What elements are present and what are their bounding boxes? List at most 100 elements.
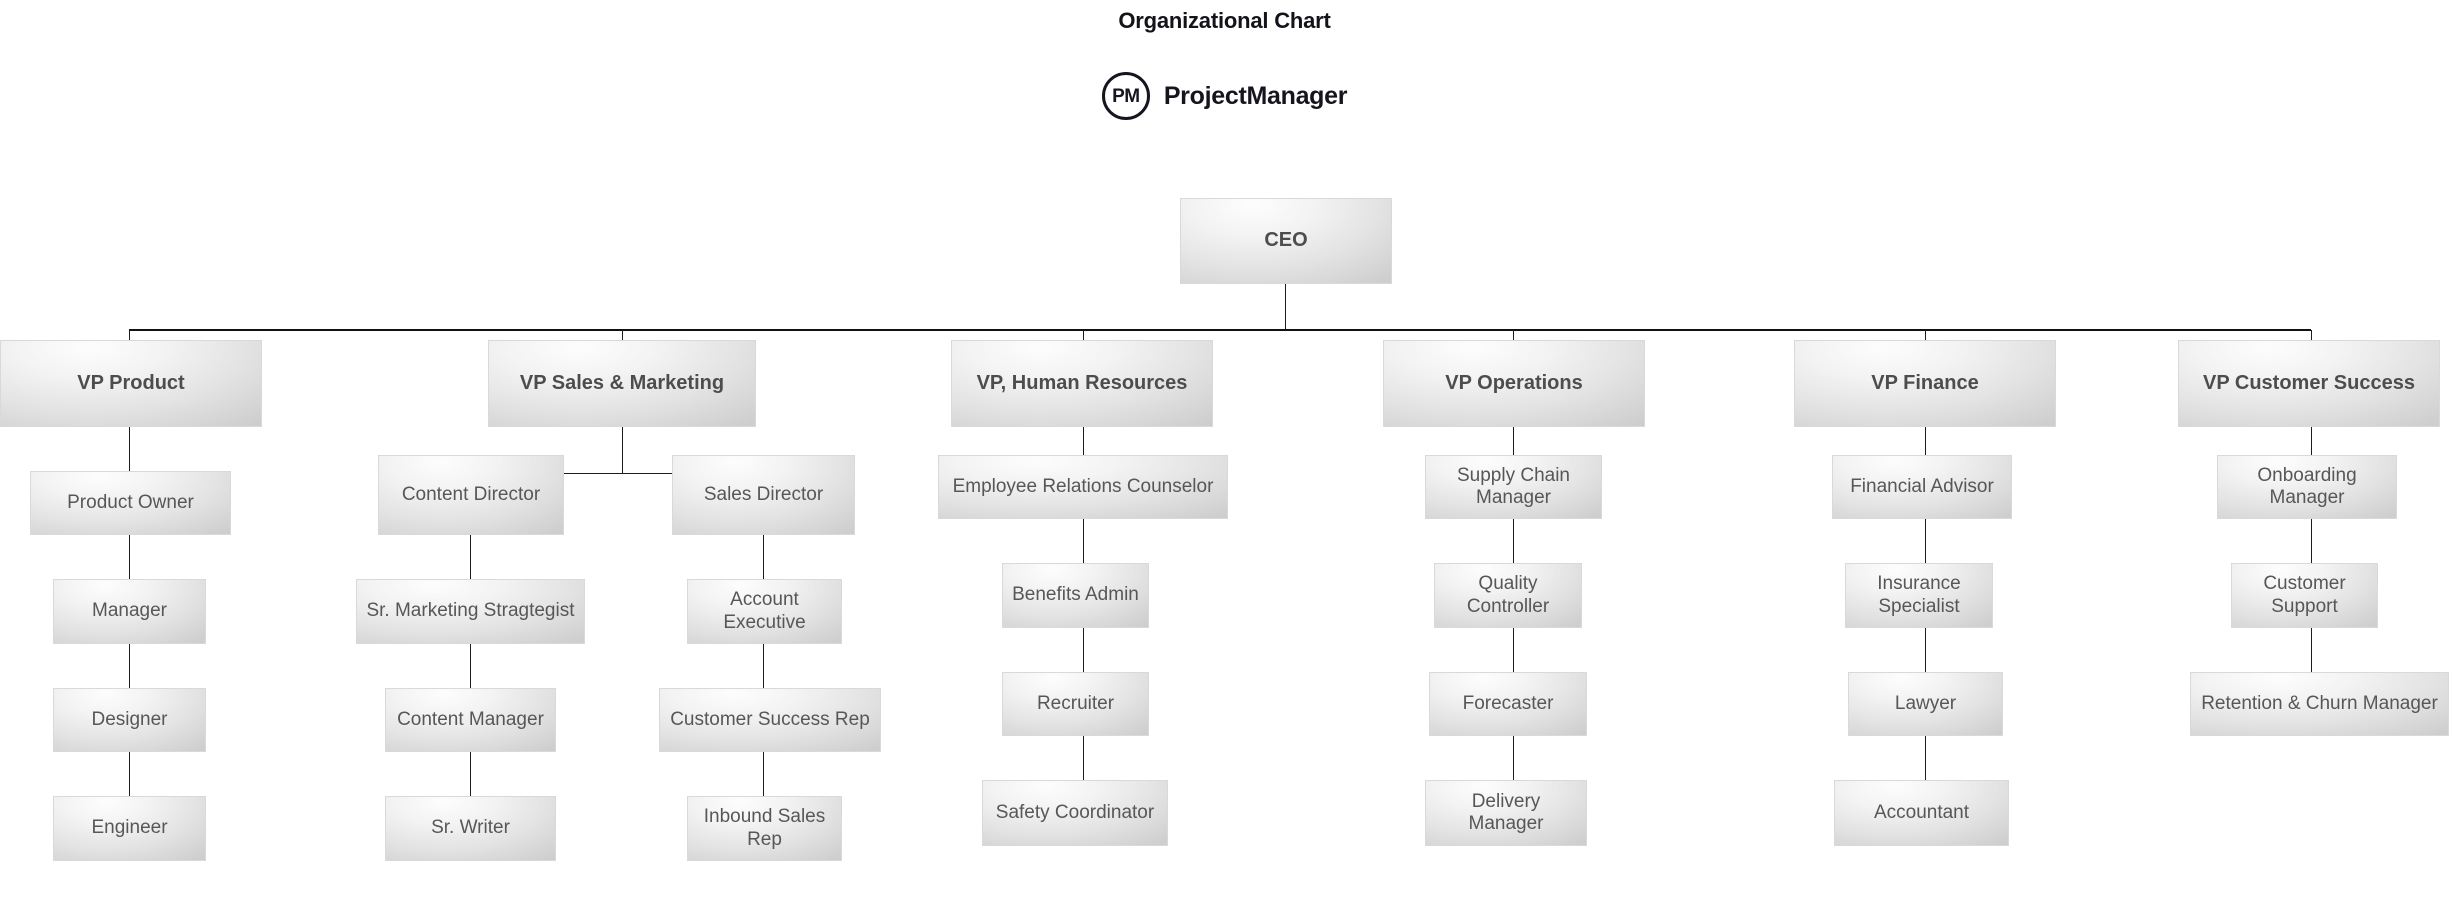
node-label: Inbound Sales Rep — [703, 806, 826, 850]
connector-trunk-bar — [129, 329, 2311, 331]
node-label: Customer Success Rep — [670, 708, 870, 730]
node-inbound-sales-rep[interactable]: Inbound Sales Rep — [687, 796, 842, 861]
node-label: VP Customer Success — [2203, 371, 2415, 394]
node-label: VP Operations — [1445, 371, 1583, 394]
node-forecaster[interactable]: Forecaster — [1429, 672, 1587, 736]
node-onboarding-manager[interactable]: Onboarding Manager — [2217, 455, 2397, 519]
node-label: Sr. Marketing Stragtegist — [366, 600, 575, 622]
connector-employee-relations-to-benefits-admin — [1083, 519, 1084, 563]
node-sales-director[interactable]: Sales Director — [672, 455, 855, 535]
node-product-designer[interactable]: Designer — [53, 688, 206, 752]
connector-vp-customer-success-to-onboarding — [2311, 427, 2312, 455]
connector-supply-chain-to-quality-controller — [1513, 519, 1514, 563]
connector-sales-split-bar — [470, 473, 764, 474]
node-product-engineer[interactable]: Engineer — [53, 796, 206, 861]
node-vp-product[interactable]: VP Product — [0, 340, 262, 427]
brand-mark-text: PM — [1112, 85, 1140, 107]
node-product-manager[interactable]: Manager — [53, 579, 206, 644]
connector-insurance-specialist-to-lawyer — [1925, 628, 1926, 672]
connector-trunk-to-vp-hr — [1083, 330, 1084, 341]
connector-trunk-to-vp-product — [129, 330, 130, 341]
node-label: Accountant — [1873, 801, 1970, 823]
connector-content-manager-to-sr-writer — [470, 752, 471, 796]
brand-lockup: PM ProjectManager — [0, 72, 2449, 120]
node-insurance-specialist[interactable]: Insurance Specialist — [1845, 563, 1993, 628]
node-label: Recruiter — [1036, 692, 1115, 714]
node-benefits-admin[interactable]: Benefits Admin — [1002, 563, 1149, 628]
node-label: Financial Advisor — [1850, 475, 1994, 497]
node-label: Benefits Admin — [1012, 584, 1139, 606]
node-vp-operations[interactable]: VP Operations — [1383, 340, 1645, 427]
node-label: Customer Support — [2263, 573, 2346, 617]
connector-account-executive-to-customer-success-rep — [763, 644, 764, 688]
node-vp-sales-marketing[interactable]: VP Sales & Marketing — [488, 340, 756, 427]
node-financial-advisor[interactable]: Financial Advisor — [1832, 455, 2012, 519]
node-quality-controller[interactable]: Quality Controller — [1434, 563, 1582, 628]
node-label: Content Director — [401, 483, 541, 505]
node-retention-churn-manager[interactable]: Retention & Churn Manager — [2190, 672, 2449, 736]
connector-benefits-admin-to-recruiter — [1083, 628, 1084, 672]
node-vp-finance[interactable]: VP Finance — [1794, 340, 2056, 427]
node-label: Retention & Churn Manager — [2201, 692, 2438, 714]
node-content-manager[interactable]: Content Manager — [385, 688, 556, 752]
connector-vp-finance-to-financial-advisor — [1925, 427, 1926, 455]
node-label: Quality Controller — [1466, 573, 1550, 617]
node-label: Sales Director — [703, 483, 824, 505]
node-label: Lawyer — [1894, 692, 1957, 714]
node-label: Forecaster — [1462, 692, 1554, 714]
connector-sr-marketing-to-content-manager — [470, 644, 471, 688]
node-label: Delivery Manager — [1468, 790, 1544, 834]
node-label: Safety Coordinator — [995, 801, 1155, 823]
connector-customer-success-rep-to-inbound-sales-rep — [763, 752, 764, 796]
node-label: Supply Chain Manager — [1456, 464, 1571, 508]
node-label: VP Finance — [1871, 371, 1979, 394]
connector-vp-product-to-product-owner — [129, 427, 130, 471]
node-label: CEO — [1264, 229, 1308, 252]
node-ceo[interactable]: CEO — [1180, 198, 1392, 284]
node-accountant[interactable]: Accountant — [1834, 780, 2009, 846]
connector-trunk-to-vp-customer-success — [2311, 330, 2312, 341]
node-recruiter[interactable]: Recruiter — [1002, 672, 1149, 736]
node-delivery-manager[interactable]: Delivery Manager — [1425, 780, 1587, 846]
node-label: VP Product — [77, 371, 185, 394]
node-sr-writer[interactable]: Sr. Writer — [385, 796, 556, 861]
node-label: Engineer — [91, 817, 168, 839]
node-label: Sr. Writer — [431, 817, 510, 839]
node-account-executive[interactable]: Account Executive — [687, 579, 842, 644]
node-label: Product Owner — [67, 491, 194, 513]
connector-product-owner-to-manager — [129, 535, 130, 579]
node-label: Insurance Specialist — [1877, 573, 1961, 617]
brand-name: ProjectManager — [1163, 81, 1348, 110]
node-supply-chain-manager[interactable]: Supply Chain Manager — [1425, 455, 1602, 519]
node-vp-customer-success[interactable]: VP Customer Success — [2178, 340, 2440, 427]
connector-financial-advisor-to-insurance-specialist — [1925, 519, 1926, 563]
connector-vp-hr-to-employee-relations — [1083, 427, 1084, 455]
node-label: Content Manager — [397, 708, 544, 730]
connector-vp-operations-to-supply-chain — [1513, 427, 1514, 455]
node-lawyer[interactable]: Lawyer — [1848, 672, 2003, 736]
connector-trunk-to-vp-finance — [1925, 330, 1926, 341]
node-label: VP, Human Resources — [976, 371, 1188, 394]
node-sr-marketing-stragtegist[interactable]: Sr. Marketing Stragtegist — [356, 579, 585, 644]
page-title: Organizational Chart — [1118, 8, 1331, 33]
project-manager-logo-icon: PM — [1101, 72, 1150, 120]
node-vp-hr[interactable]: VP, Human Resources — [951, 340, 1213, 427]
connector-lawyer-to-accountant — [1925, 736, 1926, 780]
node-customer-support[interactable]: Customer Support — [2231, 563, 2378, 628]
connector-onboarding-to-customer-support — [2311, 519, 2312, 563]
node-label: Onboarding Manager — [2257, 464, 2357, 508]
node-label: Account Executive — [723, 589, 806, 633]
node-product-owner[interactable]: Product Owner — [30, 471, 231, 535]
connector-ceo-to-trunk — [1285, 284, 1286, 330]
connector-customer-support-to-retention-churn — [2311, 628, 2312, 672]
node-content-director[interactable]: Content Director — [378, 455, 564, 535]
node-customer-success-rep[interactable]: Customer Success Rep — [659, 688, 881, 752]
connector-sales-director-to-account-executive — [763, 535, 764, 579]
node-label: Employee Relations Counselor — [952, 475, 1214, 497]
connector-content-director-to-sr-marketing — [470, 535, 471, 579]
connector-forecaster-to-delivery-manager — [1513, 736, 1514, 780]
node-safety-coordinator[interactable]: Safety Coordinator — [982, 780, 1168, 846]
node-employee-relations-counselor[interactable]: Employee Relations Counselor — [938, 455, 1228, 519]
node-label: Designer — [91, 708, 168, 730]
